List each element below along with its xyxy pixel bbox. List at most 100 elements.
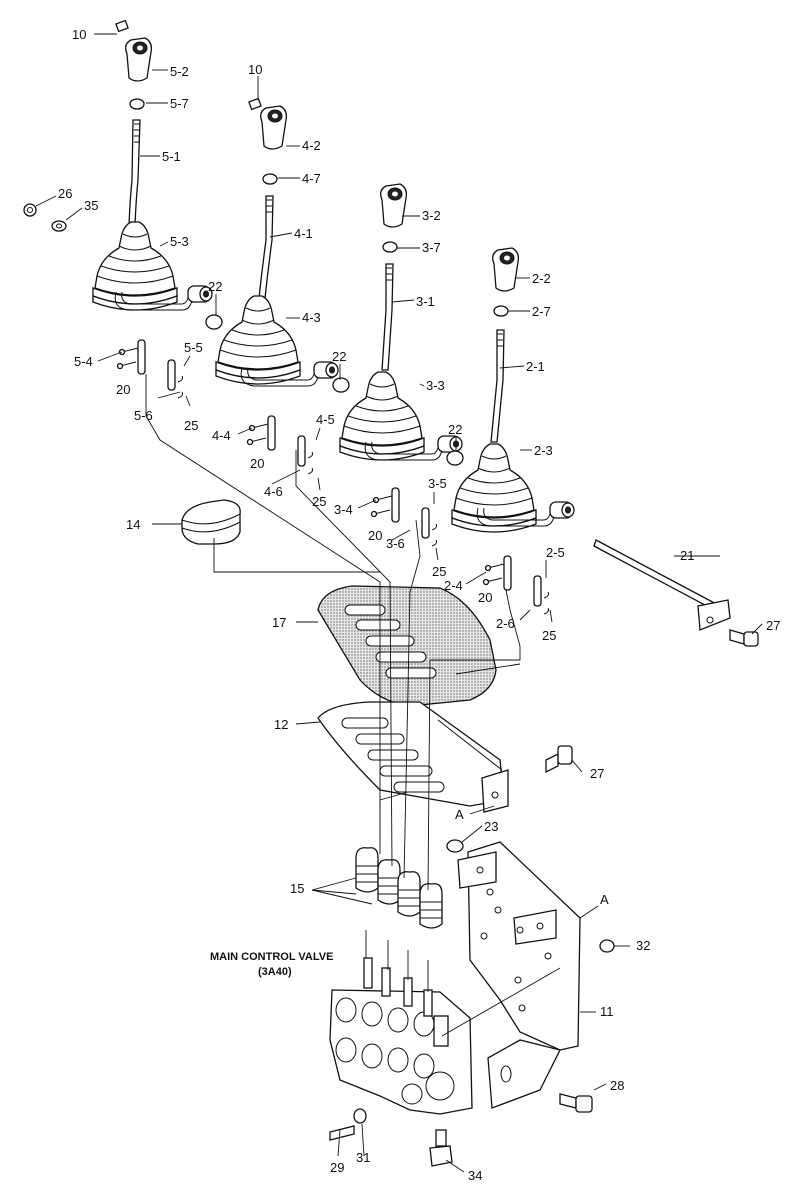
knob-5-2 <box>125 37 153 82</box>
label-20-d: 20 <box>478 590 492 605</box>
label-marker-a-plate: A <box>455 807 464 822</box>
boot-2-3 <box>451 443 537 533</box>
knob-4-2 <box>260 105 288 150</box>
label-23: 23 <box>484 819 498 834</box>
label-27-a: 27 <box>766 618 780 633</box>
label-5-3: 5-3 <box>170 234 189 249</box>
label-25-a: 25 <box>184 418 198 433</box>
nut-32 <box>599 939 615 953</box>
boot-5-3 <box>92 221 178 311</box>
label-12: 12 <box>274 717 288 732</box>
label-3-4: 3-4 <box>334 502 353 517</box>
label-3-2: 3-2 <box>422 208 441 223</box>
label-29: 29 <box>330 1160 344 1175</box>
boot-4-3 <box>215 295 301 385</box>
label-2-6: 2-6 <box>496 616 515 631</box>
label-27-b: 27 <box>590 766 604 781</box>
knob-3-2 <box>380 183 408 228</box>
label-17: 17 <box>272 615 286 630</box>
label-2-1: 2-1 <box>526 359 545 374</box>
label-10: 10 <box>72 27 86 42</box>
label-4-3: 4-3 <box>302 310 321 325</box>
label-32: 32 <box>636 938 650 953</box>
plate-12 <box>317 701 573 813</box>
label-5-6: 5-6 <box>134 408 153 423</box>
label-4-1: 4-1 <box>294 226 313 241</box>
valve-stem <box>433 1015 449 1047</box>
handle-assembly-3 <box>332 183 463 547</box>
label-5-1: 5-1 <box>162 149 181 164</box>
label-11: 11 <box>600 1004 614 1019</box>
lever-2-1 <box>490 329 505 443</box>
washer-31 <box>353 1108 367 1124</box>
label-3-3: 3-3 <box>426 378 445 393</box>
bolt-28 <box>559 1093 577 1109</box>
label-5-2: 5-2 <box>170 64 189 79</box>
label-4-6: 4-6 <box>264 484 283 499</box>
label-31: 31 <box>356 1150 370 1165</box>
label-22-c: 22 <box>448 422 462 437</box>
label-4-5: 4-5 <box>316 412 335 427</box>
label-21: 21 <box>680 548 694 563</box>
lever-3-1 <box>381 263 394 371</box>
lever-4-1 <box>258 195 274 299</box>
handle-assembly-4 <box>205 97 339 475</box>
label-5-4: 5-4 <box>74 354 93 369</box>
label-4-2: 4-2 <box>302 138 321 153</box>
boot-3-3 <box>339 371 425 461</box>
handle-assembly-2 <box>446 247 575 615</box>
bolt-29 <box>329 1125 355 1141</box>
label-15: 15 <box>290 881 304 896</box>
label-3-1: 3-1 <box>416 294 435 309</box>
leader-lines <box>35 33 763 1173</box>
main-control-valve <box>329 957 473 1167</box>
bracket-11 <box>446 839 615 1113</box>
label-4-4: 4-4 <box>212 428 231 443</box>
label-3-7: 3-7 <box>422 240 441 255</box>
label-10-b: 10 <box>248 62 262 77</box>
label-20-b: 20 <box>250 456 264 471</box>
label-2-4: 2-4 <box>444 578 463 593</box>
label-2-2: 2-2 <box>532 271 551 286</box>
part-labels: 10 5-2 5-7 5-1 26 35 5-3 10 4-2 4-7 4-1 … <box>58 27 780 1183</box>
part-10-cap <box>115 19 129 33</box>
label-20-c: 20 <box>368 528 382 543</box>
label-4-7: 4-7 <box>302 171 321 186</box>
mat-17 <box>317 585 497 707</box>
nut-26 <box>23 203 37 217</box>
label-2-3: 2-3 <box>534 443 553 458</box>
label-25-c: 25 <box>432 564 446 579</box>
label-26: 26 <box>58 186 72 201</box>
rod-21 <box>593 539 759 647</box>
main-valve-model: (3A40) <box>258 966 292 978</box>
label-25-b: 25 <box>312 494 326 509</box>
nut-5-7 <box>129 98 145 110</box>
label-25-d: 25 <box>542 628 556 643</box>
label-5-5: 5-5 <box>184 340 203 355</box>
label-2-5: 2-5 <box>546 545 565 560</box>
nut-4-7 <box>262 173 278 185</box>
label-22-b: 22 <box>332 349 346 364</box>
handle-assembly-5 <box>92 19 213 399</box>
pinset-2 <box>482 555 550 615</box>
label-14: 14 <box>126 517 140 532</box>
label-22-a: 22 <box>208 279 222 294</box>
label-marker-a-bracket: A <box>600 892 609 907</box>
spool-boots-15 <box>355 847 443 929</box>
label-35: 35 <box>84 198 98 213</box>
main-valve-title: MAIN CONTROL VALVE <box>210 951 333 963</box>
label-20-a: 20 <box>116 382 130 397</box>
bolt-27-top <box>729 629 745 645</box>
label-3-6: 3-6 <box>386 536 405 551</box>
label-2-7: 2-7 <box>532 304 551 319</box>
label-3-5: 3-5 <box>428 476 447 491</box>
bolt-27-plate <box>545 752 559 774</box>
label-28: 28 <box>610 1078 624 1093</box>
bolt-23 <box>446 839 464 853</box>
assembly-guide-lines <box>145 374 561 1037</box>
cover-14 <box>181 499 241 545</box>
washer-35 <box>51 220 67 232</box>
fitting-34 <box>429 1129 453 1167</box>
label-34: 34 <box>468 1168 482 1183</box>
